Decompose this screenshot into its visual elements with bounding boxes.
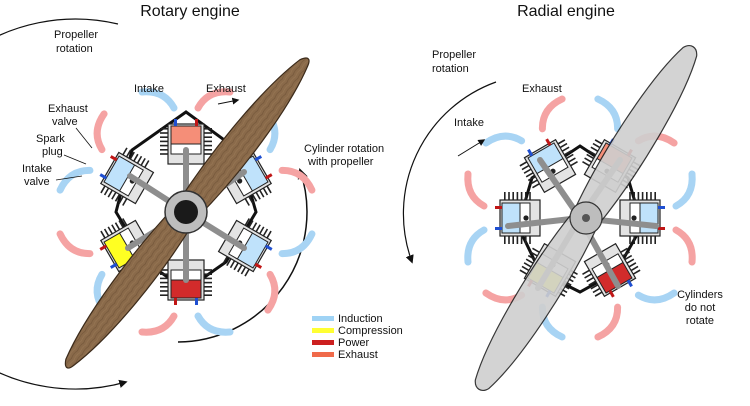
intake-arrow-radial bbox=[457, 139, 486, 157]
intake-label-radial: Intake bbox=[454, 117, 484, 129]
hub-center-rotary bbox=[174, 200, 198, 224]
radial-cylinder-2 bbox=[619, 192, 665, 244]
cylinder-rotation-arc bbox=[177, 168, 308, 343]
exhaust-valve-label-1: Exhaust bbox=[48, 103, 88, 115]
wooden-propeller bbox=[64, 57, 310, 369]
legend-label-compression: Compression bbox=[338, 325, 403, 337]
rotary-pipes-0 bbox=[138, 88, 234, 112]
radial-pipes-2 bbox=[672, 170, 696, 266]
propeller-rotation-arc-radial bbox=[402, 81, 497, 264]
legend-label-induction: Induction bbox=[338, 313, 383, 325]
radial-pipes-5 bbox=[464, 170, 488, 266]
legend-label-exhaust: Exhaust bbox=[338, 349, 378, 361]
exhaust-valve-pointer bbox=[75, 127, 93, 149]
radial-cylinder-5 bbox=[495, 192, 541, 244]
legend-swatch-compression bbox=[312, 328, 334, 333]
cylinders-static-label-1: Cylinders bbox=[677, 289, 723, 301]
radial-pipes-0 bbox=[482, 95, 566, 147]
radial-pipes-3 bbox=[594, 289, 678, 341]
rotary-pipes-3 bbox=[138, 312, 234, 336]
spark-plug-label-2: plug bbox=[42, 146, 63, 158]
rotary-title: Rotary engine bbox=[140, 3, 240, 20]
legend-swatch-induction bbox=[312, 316, 334, 321]
intake-label-rotary: Intake bbox=[134, 83, 164, 95]
spark-plug-pointer bbox=[63, 154, 87, 165]
exhaust-valve-label-2: valve bbox=[52, 116, 78, 128]
rotary-pipes-2 bbox=[264, 230, 316, 314]
propeller-rotation-label-rotary-1: Propeller bbox=[54, 29, 98, 41]
intake-valve-pointer bbox=[55, 175, 83, 181]
exhaust-label-rotary: Exhaust bbox=[206, 83, 246, 95]
radial-title: Radial engine bbox=[517, 3, 615, 20]
propeller-rotation-label-radial-1: Propeller bbox=[432, 49, 476, 61]
rotary-pipes-5 bbox=[56, 110, 108, 194]
spark-plug-label-1: Spark bbox=[36, 133, 65, 145]
propeller-rotation-label-rotary-2: rotation bbox=[56, 43, 93, 55]
grey-propeller bbox=[474, 45, 698, 391]
legend-swatch-power bbox=[312, 340, 334, 345]
legend-label-power: Power bbox=[338, 337, 370, 349]
hub-center-radial bbox=[582, 214, 590, 222]
cylinder-rotation-label-1: Cylinder rotation bbox=[304, 143, 384, 155]
radial-engine: Propeller rotation Exhaust Intake Cylind… bbox=[402, 45, 723, 391]
propeller-rotation-label-radial-2: rotation bbox=[432, 63, 469, 75]
intake-valve-label-1: Intake bbox=[22, 163, 52, 175]
legend-swatch-exhaust bbox=[312, 352, 334, 357]
cylinders-static-label-3: rotate bbox=[686, 315, 714, 327]
intake-valve-label-2: valve bbox=[24, 176, 50, 188]
exhaust-arrow-rotary bbox=[217, 97, 240, 105]
rotary-engine: Propeller rotation Intake Exhaust Exhaus… bbox=[0, 18, 384, 390]
exhaust-label-radial: Exhaust bbox=[522, 83, 562, 95]
radial-cylinder-0 bbox=[519, 138, 578, 194]
cylinder-rotation-label-2: with propeller bbox=[307, 156, 374, 168]
cylinders-static-label-2: do not bbox=[685, 302, 716, 314]
propeller-rotation-arc-rotary bbox=[0, 18, 128, 390]
